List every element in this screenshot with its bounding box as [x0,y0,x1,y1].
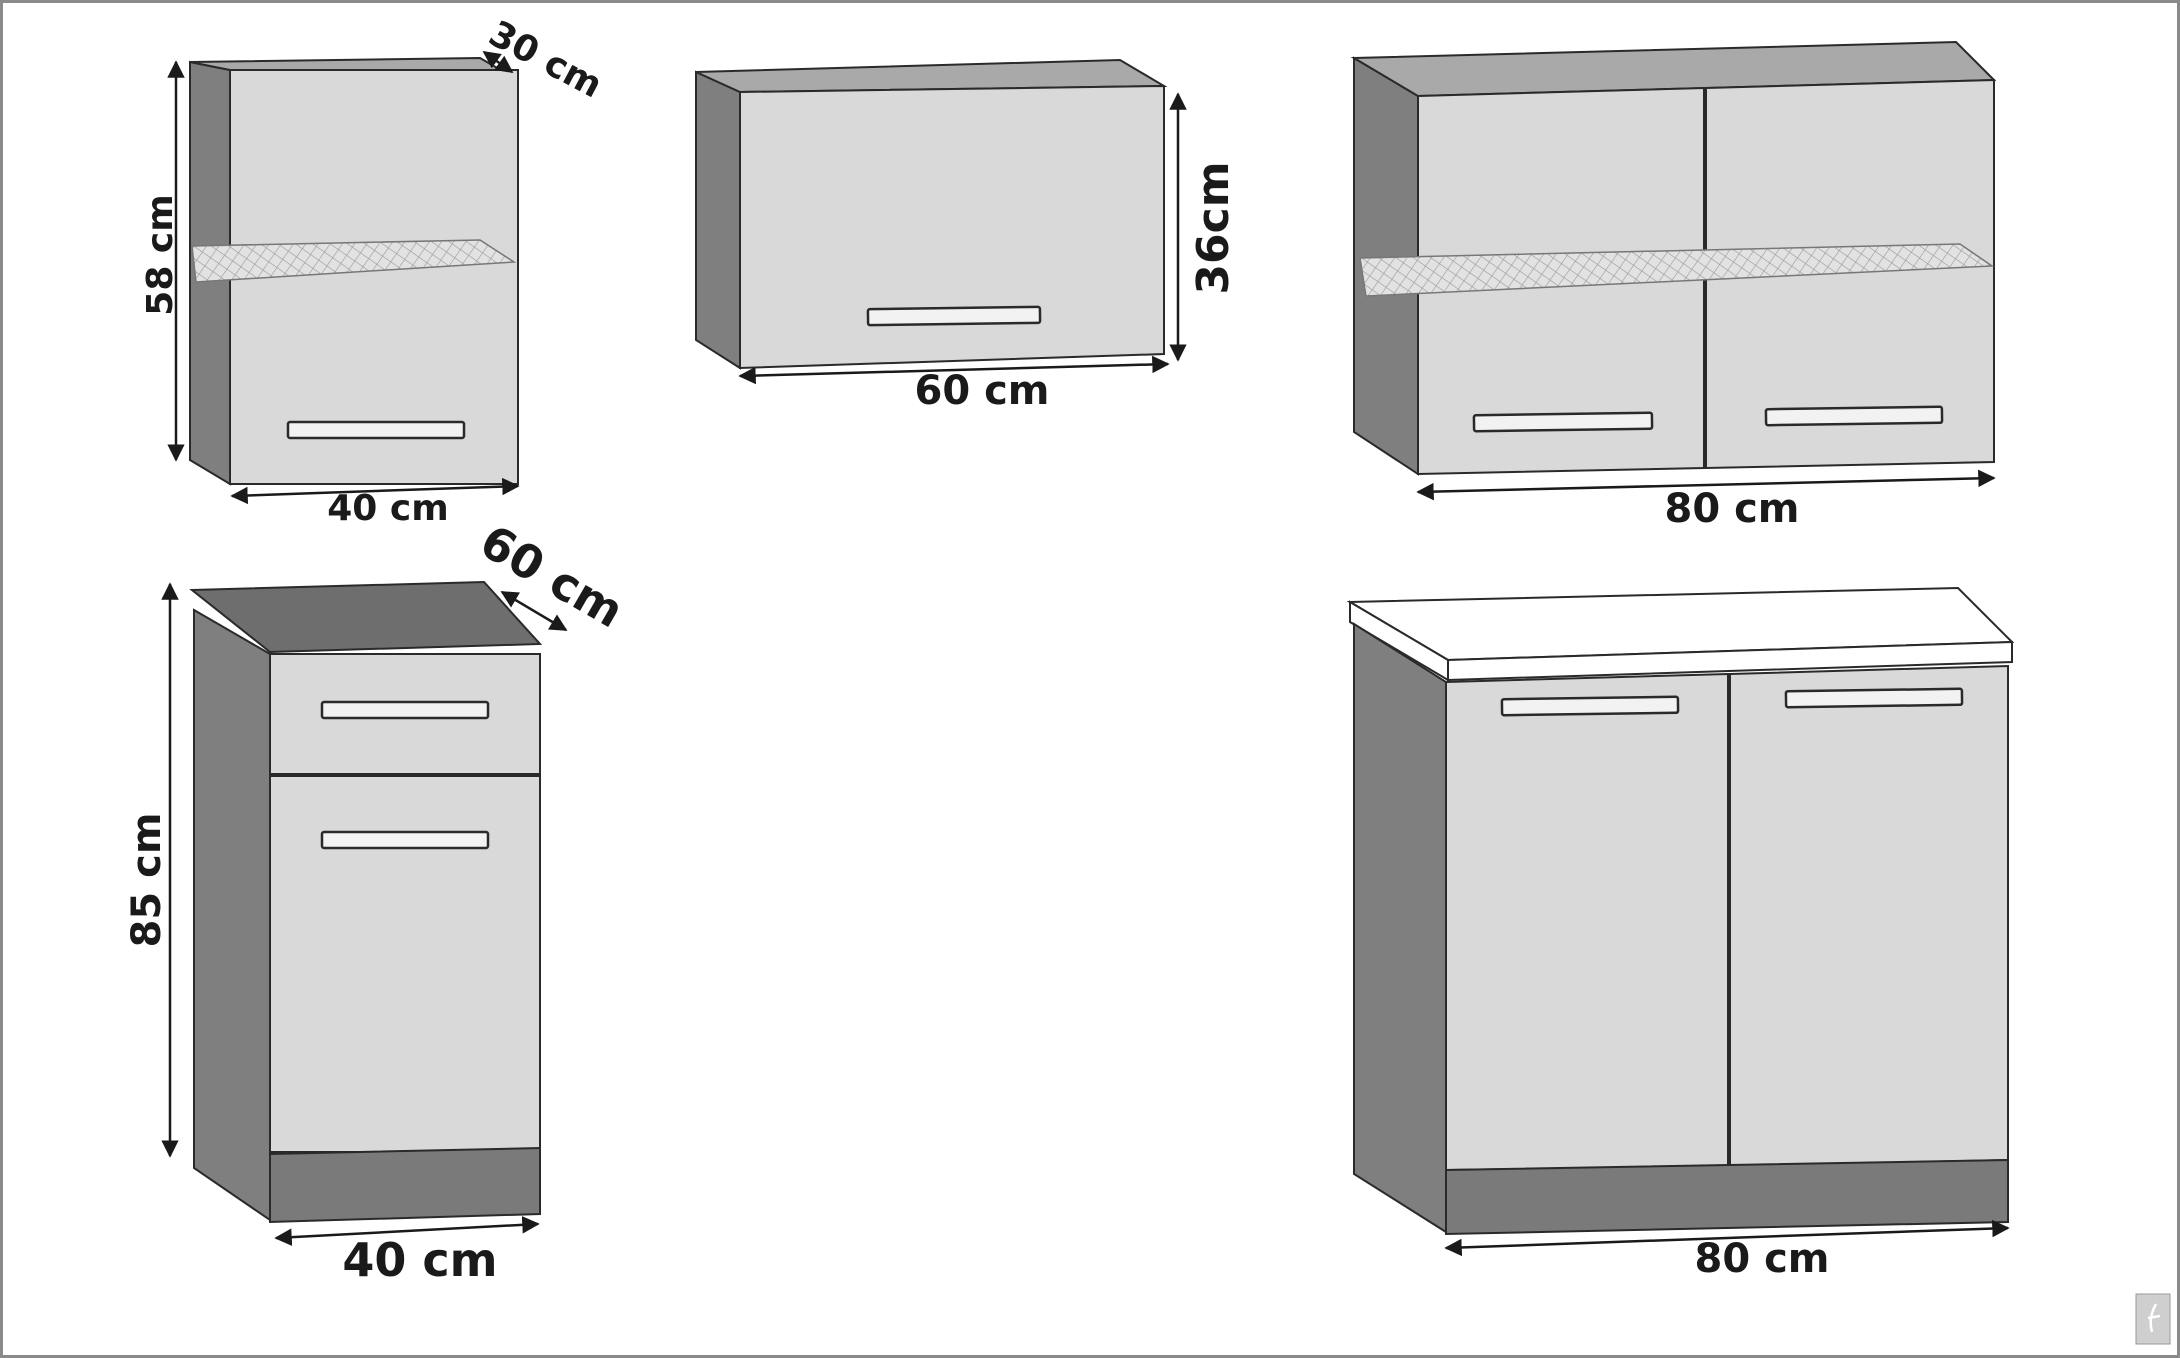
width-label: 60 cm [915,368,1050,414]
door-handle-right [1784,687,1964,709]
wall-cabinet-80: 80 cm [1350,40,1997,532]
cabinet-side-panel [1353,622,1447,1234]
height-label: 36cm [1188,161,1239,294]
door-handle [286,420,466,440]
drawer-handle [320,700,490,720]
cabinet-side-panel [695,70,741,370]
width-label: 80 cm [1695,1236,1830,1282]
height-label: 85 cm [124,813,170,948]
width-label: 40 cm [327,488,448,529]
base-cabinet-40: 85 cm 40 cm 60 cm [124,514,633,1287]
width-dimension-line [738,355,1170,385]
door-handle [320,830,490,850]
door-handle-left [1472,411,1654,433]
cabinet-door-right [1705,78,1995,470]
width-dimension-line [1444,1219,2010,1257]
depth-dimension-line [482,50,514,74]
door-handle-right [1764,405,1944,427]
worktop-edge-front [1447,640,2013,682]
base-cabinet-80: 80 cm [1346,586,2015,1282]
cabinet-door [739,84,1165,370]
cabinet-plinth [269,1146,541,1224]
cabinet-plinth [1445,1158,2009,1236]
depth-dimension-line [500,590,568,632]
width-dimension-line [274,1216,540,1246]
height-label: 58 cm [140,194,181,315]
width-dimension-line [230,477,520,505]
cabinet-side-panel [193,608,271,1222]
door-handle [866,305,1042,327]
brand-logo-icon [2135,1293,2171,1345]
width-label: 40 cm [342,1233,497,1287]
width-dimension-line [1416,469,1996,501]
cabinet-door-right [1729,664,2009,1168]
cabinet-door-left [1445,672,1729,1172]
glass-shelf [191,239,517,283]
wall-cabinet-40: 58 cm 40 cm 30 cm [140,13,609,529]
width-label: 80 cm [1665,486,1800,532]
wall-cabinet-60-lift: 60 cm 36cm [695,58,1239,414]
cabinet-worktop [189,580,543,654]
door-handle-left [1500,695,1680,717]
glass-shelf [1359,243,1995,297]
